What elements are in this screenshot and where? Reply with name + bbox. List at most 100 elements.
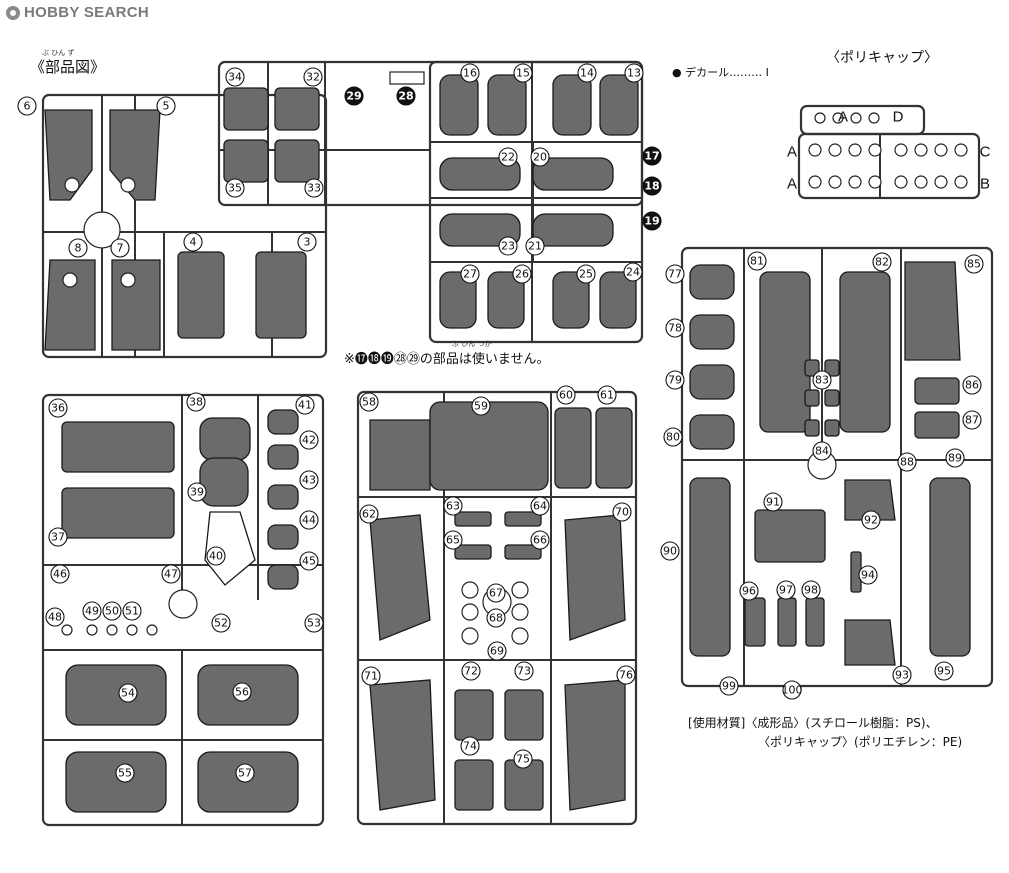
part-number: 36 <box>51 402 65 415</box>
part-number-circle <box>297 232 317 252</box>
part-number-circle <box>747 251 767 271</box>
part-shape <box>44 109 93 201</box>
part-shape <box>804 389 820 407</box>
part-hole <box>62 272 78 288</box>
part-number-circle <box>663 427 683 447</box>
part-number-circle <box>443 496 463 516</box>
part-hole <box>61 624 73 636</box>
part-shape <box>439 157 521 191</box>
part-number-circle <box>45 607 65 627</box>
part-number-circle <box>361 666 381 686</box>
part-number: 25 <box>579 268 593 281</box>
part-hole <box>86 624 98 636</box>
title-ruby: ぶ ひん ず <box>42 49 75 57</box>
material-note-line2: 〈ポリキャップ〉(ポリエチレン：PE) <box>758 735 963 749</box>
part-number-circle <box>776 580 796 600</box>
part-number-circle <box>118 683 138 703</box>
part-shape <box>274 87 320 131</box>
part-number-circle <box>616 665 636 685</box>
part-shape <box>689 364 735 400</box>
part-number-circle <box>299 551 319 571</box>
hobby-search-logo-icon <box>6 5 20 20</box>
part-hole <box>511 603 529 621</box>
part-number-circle <box>68 238 88 258</box>
part-number-circle <box>962 375 982 395</box>
part-shape <box>65 664 167 726</box>
part-hole <box>64 177 80 193</box>
part-number: 88 <box>900 456 914 469</box>
part-number: 22 <box>501 151 515 164</box>
part-number-circle <box>513 749 533 769</box>
part-number: 14 <box>580 67 594 80</box>
polycap-ring <box>934 143 948 157</box>
polycap-row-label-left: A <box>787 144 797 161</box>
part-shape <box>267 444 299 470</box>
part-number-circle <box>460 736 480 756</box>
part-number: 27 <box>463 268 477 281</box>
sprue-frame-a <box>41 93 328 359</box>
part-number-circle <box>623 262 643 282</box>
part-number-circle <box>763 492 783 512</box>
polycap-ring <box>954 175 968 189</box>
part-number-circle <box>486 583 506 603</box>
part-number-circle <box>122 601 142 621</box>
part-number: 94 <box>861 569 875 582</box>
part-number: 23 <box>501 240 515 253</box>
polycap-ring <box>914 175 928 189</box>
part-number: 65 <box>446 534 460 547</box>
part-shape <box>844 479 896 521</box>
part-number-circle <box>396 86 416 106</box>
material-note-line1: [使用材質]〈成形品〉(スチロール樹脂：PS)、 <box>688 716 938 730</box>
part-number: 92 <box>864 514 878 527</box>
part-shape <box>267 524 299 550</box>
part-shape <box>429 401 549 491</box>
part-shape <box>689 414 735 450</box>
part-number: 82 <box>875 256 889 269</box>
part-shape <box>65 751 167 813</box>
part-hole <box>461 581 479 599</box>
part-number-circle <box>719 676 739 696</box>
part-number-circle <box>812 370 832 390</box>
part-number-circle <box>576 264 596 284</box>
part-shape <box>454 511 492 527</box>
part-shape <box>61 421 175 473</box>
part-hole <box>461 627 479 645</box>
part-number: 13 <box>627 67 641 80</box>
part-shape <box>599 271 637 329</box>
part-shape <box>532 213 614 247</box>
watermark-text: HOBBY SEARCH <box>24 4 150 21</box>
part-shape <box>454 544 492 560</box>
part-number-circle <box>530 496 550 516</box>
part-shape <box>454 689 494 741</box>
part-number: 43 <box>302 474 316 487</box>
part-number-circle <box>82 601 102 621</box>
part-number-circle <box>304 613 324 633</box>
polycap-ring <box>828 175 842 189</box>
part-shape <box>744 597 766 647</box>
part-number-circle <box>232 682 252 702</box>
part-number: 57 <box>238 767 252 780</box>
part-number: 63 <box>446 500 460 513</box>
polycap-row-label-left: A <box>787 176 797 193</box>
part-number-circle <box>48 527 68 547</box>
part-number: 85 <box>967 258 981 271</box>
part-shape <box>804 419 820 437</box>
part-number-circle <box>739 581 759 601</box>
part-number: 59 <box>474 400 488 413</box>
part-hole <box>106 624 118 636</box>
part-number: 18 <box>644 180 659 193</box>
part-number-circle <box>183 232 203 252</box>
part-number: 52 <box>214 617 228 630</box>
part-shape <box>914 377 960 405</box>
part-number-circle <box>660 541 680 561</box>
part-number-circle <box>486 608 506 628</box>
part-number: 70 <box>615 506 629 519</box>
part-number: 17 <box>644 150 659 163</box>
part-shape <box>267 564 299 590</box>
part-shape <box>904 261 961 361</box>
part-number: 67 <box>489 587 503 600</box>
part-number: 90 <box>663 545 677 558</box>
part-number: 72 <box>464 665 478 678</box>
part-number: 93 <box>895 669 909 682</box>
part-number: 48 <box>48 611 62 624</box>
